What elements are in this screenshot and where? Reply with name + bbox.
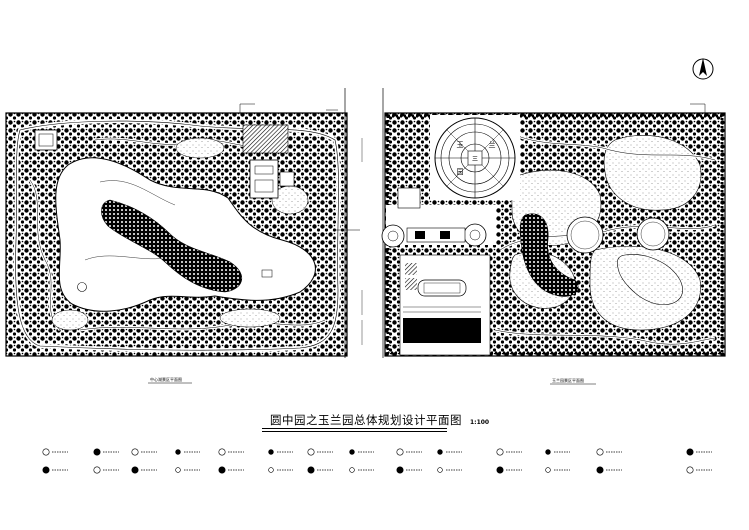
shrub-symbol-icon — [545, 467, 570, 473]
scale-label: 1:100 — [470, 419, 490, 426]
tree-symbol-icon — [42, 466, 68, 474]
north-arrow-icon — [692, 58, 714, 80]
tree-symbol-icon — [596, 448, 622, 456]
shrub-symbol-icon — [175, 467, 200, 473]
plan-title-block: 圆中园之玉兰园总体规划设计平面图 1:100 — [270, 412, 489, 428]
central-plaza: 玉 兰 园 三 — [430, 115, 520, 200]
title-underline-thin — [262, 430, 447, 432]
right-site-plan: 玉 兰 园 三 — [381, 103, 726, 357]
plan-title: 圆中园之玉兰园总体规划设计平面图 — [270, 413, 462, 427]
plaza-char-3: 园 — [457, 168, 464, 176]
tree-symbol-icon — [218, 448, 244, 456]
shrub-symbol-icon — [545, 449, 570, 455]
shrub-symbol-icon — [437, 467, 462, 473]
shrub-symbol-icon — [268, 449, 293, 455]
shrub-symbol-icon — [349, 449, 374, 455]
tree-symbol-icon — [496, 448, 522, 456]
tree-symbol-icon — [131, 448, 157, 456]
shrub-symbol-icon — [349, 467, 374, 473]
pavilion-building — [249, 159, 295, 199]
tree-symbol-icon — [93, 466, 119, 474]
tree-symbol-icon — [307, 448, 333, 456]
island — [101, 199, 242, 293]
central-road — [344, 88, 384, 358]
plant-legend — [42, 448, 712, 474]
shrub-symbol-icon — [268, 467, 293, 473]
tree-symbol-icon — [42, 448, 68, 456]
tree-symbol-icon — [218, 466, 244, 474]
tree-symbol-icon — [596, 466, 622, 474]
left-plan-label: 中心湖景区平面图 — [150, 377, 182, 382]
right-plan-label: 玉兰园景区平面图 — [552, 378, 584, 383]
tree-symbol-icon — [496, 466, 522, 474]
left-site-plan — [5, 103, 360, 357]
tree-symbol-icon — [396, 448, 422, 456]
entrance-plaza — [381, 187, 496, 248]
tree-symbol-icon — [686, 466, 712, 474]
plaza-char-2: 兰 — [489, 140, 496, 149]
lake — [55, 157, 316, 312]
shrub-symbol-icon — [175, 449, 200, 455]
title-underline — [262, 428, 447, 430]
parking-lot — [399, 254, 491, 356]
tree-symbol-icon — [131, 466, 157, 474]
tree-symbol-icon — [396, 466, 422, 474]
tree-symbol-icon — [93, 448, 119, 456]
tree-symbol-icon — [686, 448, 712, 456]
plaza-char-4: 三 — [472, 156, 478, 163]
shrub-symbol-icon — [437, 449, 462, 455]
tree-symbol-icon — [307, 466, 333, 474]
plaza-char-1: 玉 — [457, 141, 464, 149]
